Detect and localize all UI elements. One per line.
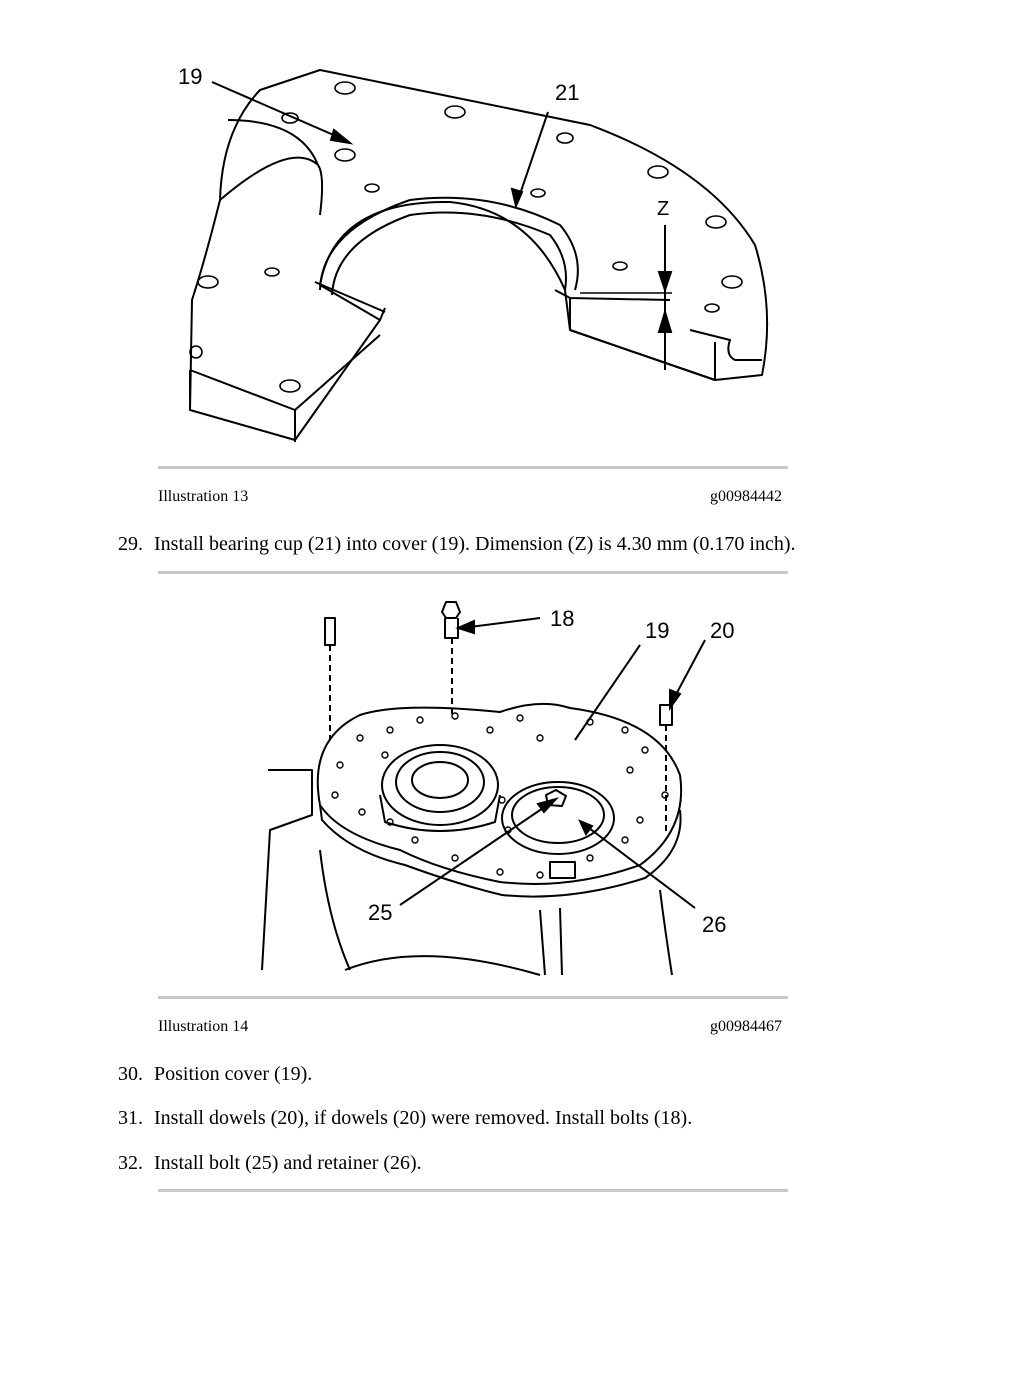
callout-21: 21 [555, 80, 579, 105]
step-number: 30. [118, 1063, 143, 1085]
callout-25: 25 [368, 900, 392, 925]
callout-19: 19 [178, 64, 202, 89]
step-text: Install dowels (20), if dowels (20) were… [154, 1107, 693, 1129]
callout-z: Z [657, 198, 669, 220]
callout-18: 18 [550, 606, 574, 631]
step-number: 32. [118, 1152, 143, 1174]
step-number: 31. [118, 1107, 143, 1129]
illustration-14-code: g00984467 [710, 1018, 782, 1035]
step-text: Position cover (19). [154, 1063, 313, 1085]
bearing-cup-bore [319, 196, 579, 291]
step-30: 30. Position cover (19). [118, 1063, 312, 1086]
step-text: Install bearing cup (21) into cover (19)… [154, 533, 796, 555]
step-32: 32. Install bolt (25) and retainer (26). [118, 1152, 422, 1175]
illustration-14-drawing: 18 19 20 25 26 [261, 601, 734, 976]
callout-20: 20 [710, 618, 734, 643]
illustration-13-drawing: 19 21 Z [178, 64, 769, 442]
cover-19-outline [316, 702, 683, 885]
callout-26: 26 [702, 912, 726, 937]
illustration-13-code: g00984442 [710, 488, 782, 505]
illustration-13-label: Illustration 13 [158, 488, 249, 505]
illustration-14-label: Illustration 14 [158, 1018, 249, 1035]
step-32-rule [158, 1189, 788, 1192]
figure-13-rule [158, 466, 788, 469]
step-text: Install bolt (25) and retainer (26). [154, 1152, 422, 1174]
step-29-rule [158, 571, 788, 574]
step-29: 29. Install bearing cup (21) into cover (… [118, 533, 796, 556]
step-number: 29. [118, 533, 143, 555]
step-31: 31. Install dowels (20), if dowels (20) w… [118, 1107, 692, 1130]
cover-plate-outline [189, 69, 769, 441]
figure-14-rule [158, 996, 788, 999]
callout-19: 19 [645, 618, 669, 643]
